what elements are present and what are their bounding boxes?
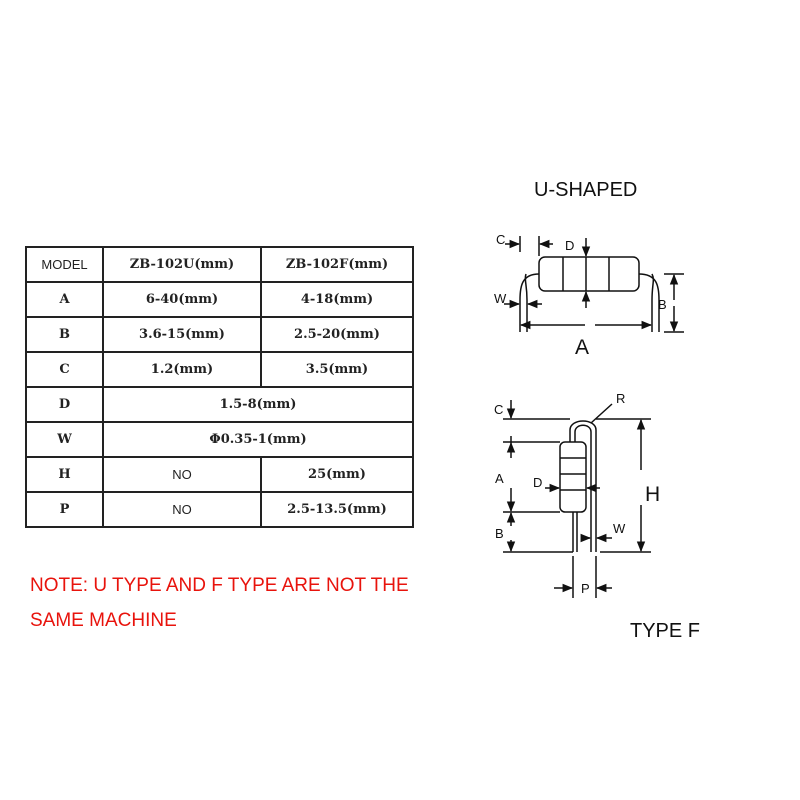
row-label: C bbox=[25, 351, 104, 388]
u-label-d: D bbox=[565, 238, 574, 253]
table-row: C 1.2(mm) 3.5(mm) bbox=[25, 351, 414, 388]
u-resistor-body bbox=[538, 256, 640, 292]
cell-shared-value: Φ0.35-1(mm) bbox=[102, 421, 414, 458]
cell-u-value: 6-40(mm) bbox=[102, 281, 262, 318]
table-row: W Φ0.35-1(mm) bbox=[25, 421, 414, 458]
row-label: W bbox=[25, 421, 104, 458]
cell-f-value: 4-18(mm) bbox=[260, 281, 414, 318]
row-label: D bbox=[25, 386, 104, 423]
cell-f-value: 2.5-13.5(mm) bbox=[260, 491, 414, 528]
f-label-d: D bbox=[533, 475, 542, 490]
header-model: MODEL bbox=[25, 246, 104, 283]
u-label-c: C bbox=[496, 232, 505, 247]
u-lead-left-inner bbox=[524, 273, 528, 332]
u-shaped-diagram bbox=[504, 236, 684, 333]
row-label: A bbox=[25, 281, 104, 318]
u-lead-left bbox=[519, 273, 540, 332]
f-resistor-body bbox=[559, 441, 587, 513]
f-label-w: W bbox=[613, 521, 626, 536]
type-f-diagram bbox=[503, 400, 651, 598]
cell-shared-value: 1.5-8(mm) bbox=[102, 386, 414, 423]
u-shaped-title: U-SHAPED bbox=[534, 179, 638, 201]
spec-table: MODEL ZB-102U(mm) ZB-102F(mm) A 6-40(mm)… bbox=[25, 246, 414, 528]
cell-f-value: 2.5-20(mm) bbox=[260, 316, 414, 353]
f-label-a: A bbox=[495, 471, 504, 486]
table-row: D 1.5-8(mm) bbox=[25, 386, 414, 423]
f-lead-bent bbox=[569, 420, 597, 552]
note-line-1: NOTE: U TYPE AND F TYPE ARE NOT THE bbox=[30, 575, 409, 596]
table-row: B 3.6-15(mm) 2.5-20(mm) bbox=[25, 316, 414, 353]
row-label: P bbox=[25, 491, 104, 528]
f-lead-bent-inner bbox=[574, 424, 592, 552]
f-label-r: R bbox=[616, 391, 625, 406]
cell-u-value: 3.6-15(mm) bbox=[102, 316, 262, 353]
header-zb102f: ZB-102F(mm) bbox=[260, 246, 414, 283]
cell-u-value: NO bbox=[102, 491, 262, 528]
u-lead-right bbox=[638, 273, 660, 332]
u-label-b: B bbox=[658, 297, 667, 312]
cell-f-value: 3.5(mm) bbox=[260, 351, 414, 388]
u-lead-right-inner bbox=[651, 273, 655, 332]
table-row: P NO 2.5-13.5(mm) bbox=[25, 491, 414, 528]
f-r-leader bbox=[590, 403, 613, 424]
table-header-row: MODEL ZB-102U(mm) ZB-102F(mm) bbox=[25, 246, 414, 283]
f-label-b: B bbox=[495, 526, 504, 541]
table-row: A 6-40(mm) 4-18(mm) bbox=[25, 281, 414, 318]
note-line-2: SAME MACHINE bbox=[30, 610, 177, 631]
f-label-p: P bbox=[581, 581, 590, 596]
u-label-a: A bbox=[575, 336, 589, 359]
type-f-title: TYPE F bbox=[630, 620, 701, 642]
note-text: NOTE: U TYPE AND F TYPE ARE NOT THE SAME… bbox=[30, 568, 450, 638]
cell-u-value: NO bbox=[102, 456, 262, 493]
table-row: H NO 25(mm) bbox=[25, 456, 414, 493]
f-label-c: C bbox=[494, 402, 503, 417]
header-zb102u: ZB-102U(mm) bbox=[102, 246, 262, 283]
cell-f-value: 25(mm) bbox=[260, 456, 414, 493]
cell-u-value: 1.2(mm) bbox=[102, 351, 262, 388]
row-label: B bbox=[25, 316, 104, 353]
f-label-h: H bbox=[645, 483, 660, 506]
u-label-w: W bbox=[494, 291, 507, 306]
row-label: H bbox=[25, 456, 104, 493]
